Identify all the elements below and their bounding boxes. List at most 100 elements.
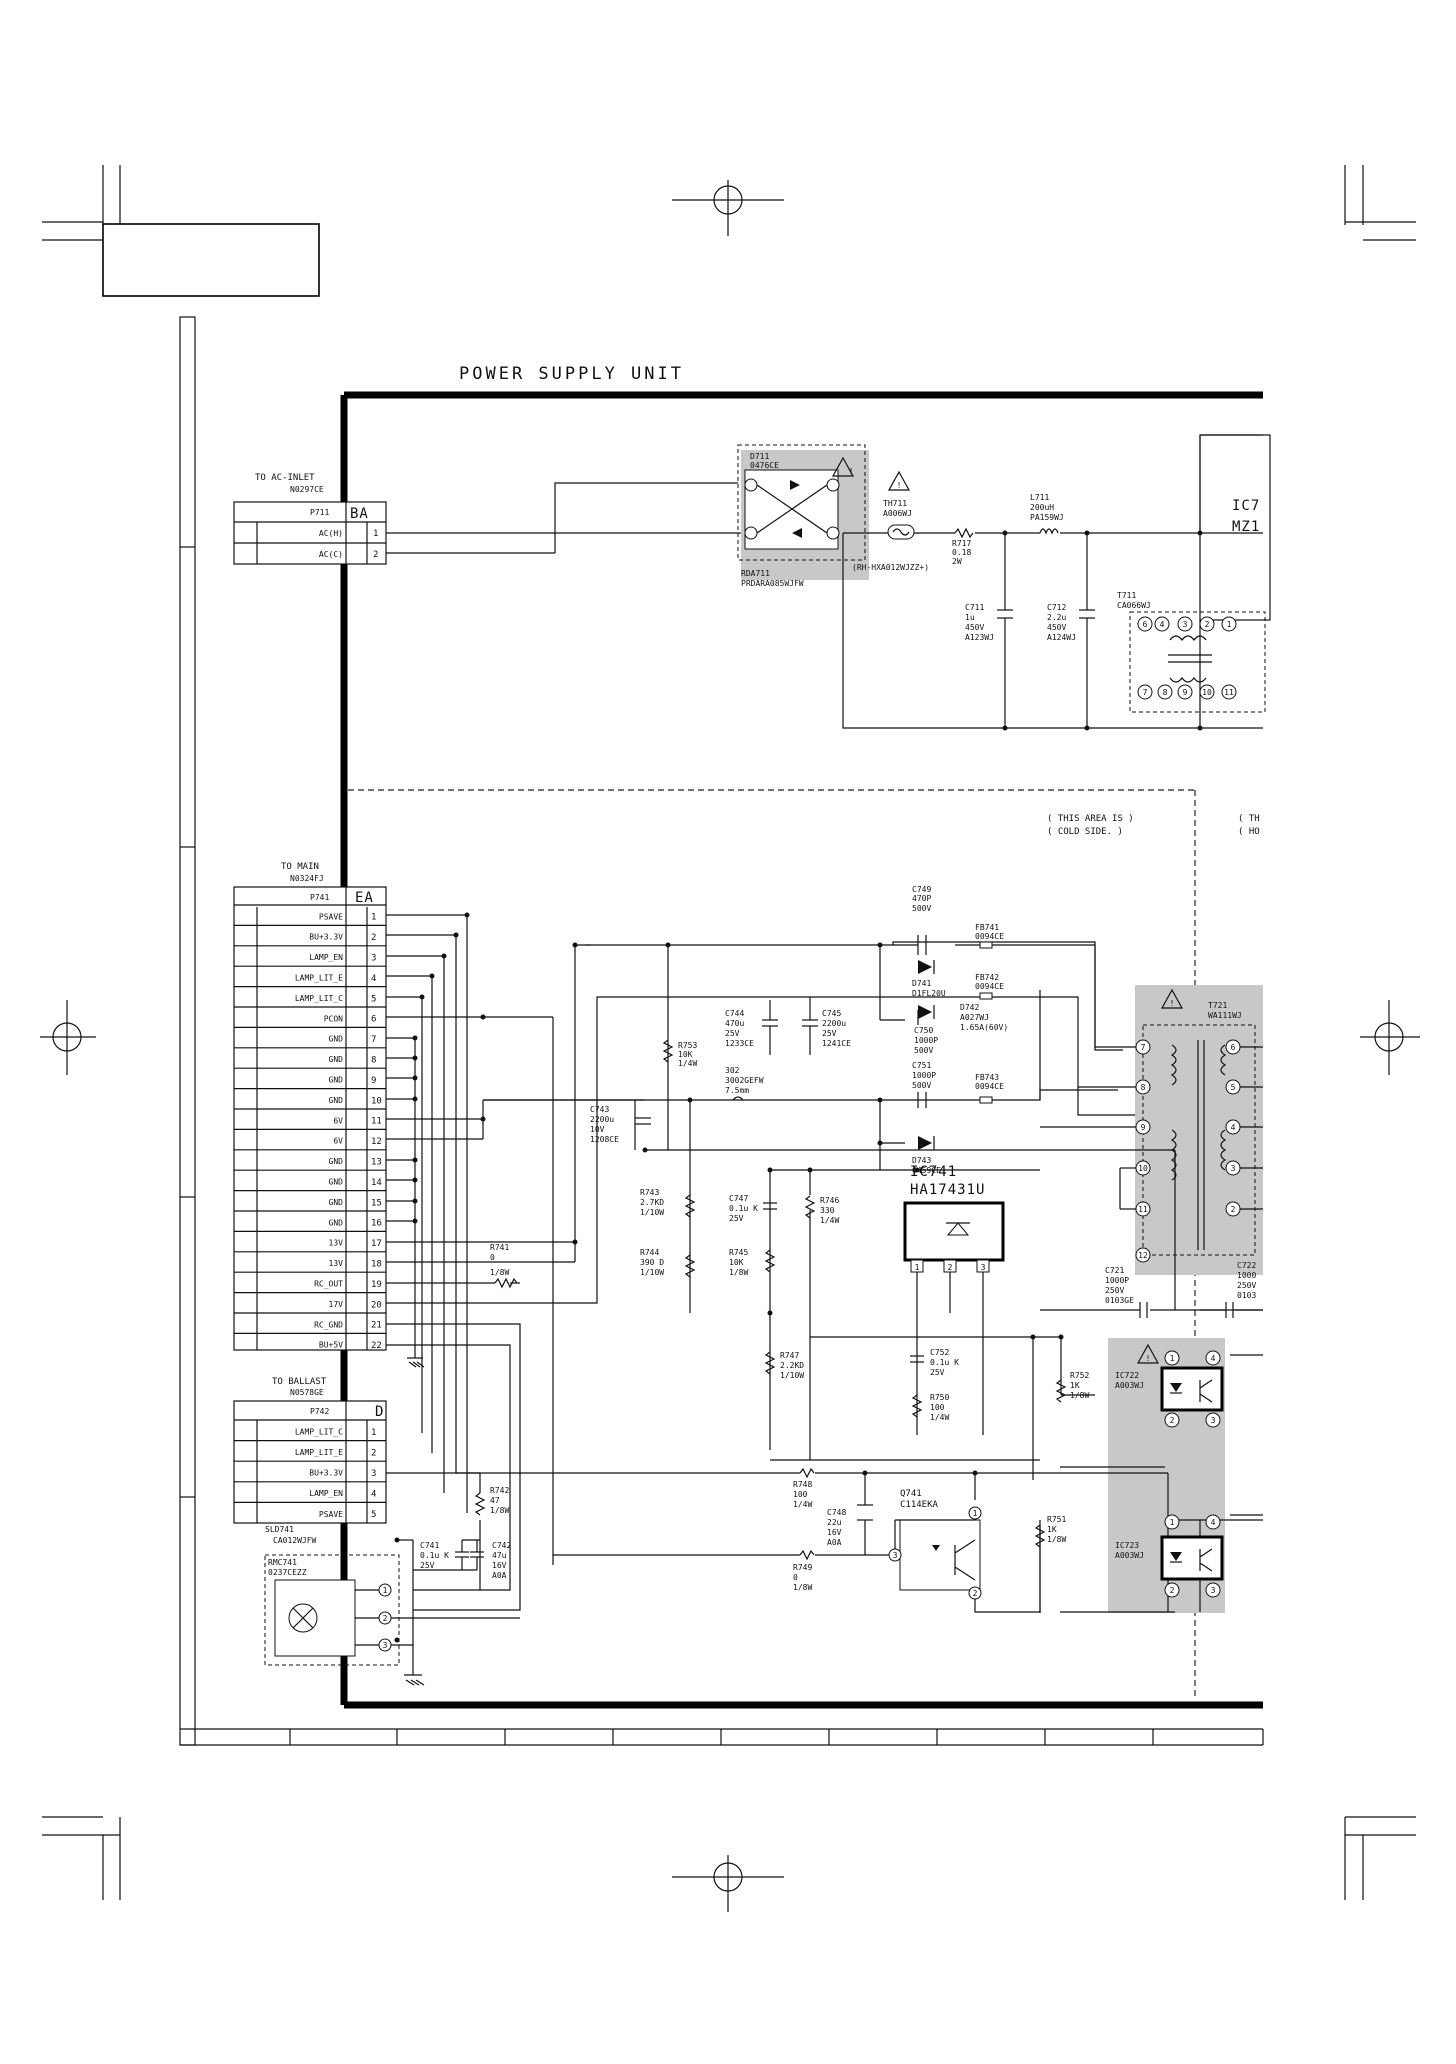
svg-text:4: 4 <box>1160 620 1165 629</box>
resistor-r742: R742 47 1/8W <box>456 1472 509 1540</box>
label: CA066WJ <box>1117 601 1151 610</box>
resistor-r744: R744 390 D 1/10W <box>640 1248 696 1278</box>
connector-caption: TO MAIN <box>281 862 319 872</box>
pin-name: PSAVE <box>319 1510 343 1519</box>
t711-pin-labels: 6 4 3 2 1 7 8 9 10 11 <box>1137 616 1237 700</box>
pin-name: GND <box>329 1096 344 1105</box>
label: L711 <box>1030 493 1049 502</box>
label: D1FL20U <box>912 989 946 998</box>
label: 1K <box>1047 1525 1057 1534</box>
label: SLD741 <box>265 1525 294 1534</box>
label: FB743 <box>975 1073 999 1082</box>
connector-ref: P741 <box>310 893 329 902</box>
svg-text:8: 8 <box>1141 1083 1146 1092</box>
svg-text:2: 2 <box>1231 1205 1236 1214</box>
label: A0A <box>827 1538 842 1547</box>
capacitor-c722: C722 1000 250V 0103 <box>1225 1261 1256 1318</box>
connector-ref: P742 <box>310 1407 329 1416</box>
label: R751 <box>1047 1515 1066 1524</box>
connector-caption: TO AC-INLET <box>255 473 315 483</box>
label: RMC741 <box>268 1558 297 1567</box>
label: 1241CE <box>822 1039 851 1048</box>
pin-name: BU+3.3V <box>309 933 343 942</box>
label: 330 <box>820 1206 835 1215</box>
svg-text:7: 7 <box>1143 688 1148 697</box>
svg-text:4: 4 <box>1211 1518 1216 1527</box>
pin-name: BU+5V <box>319 1341 343 1350</box>
label: C748 <box>827 1508 846 1517</box>
optocoupler-ic722: ! IC722 A003WJ 1 4 2 3 <box>1115 1343 1224 1428</box>
pin-number: 21 <box>371 1321 382 1331</box>
pin-number: 1 <box>371 1428 376 1438</box>
label: R750 <box>930 1393 949 1402</box>
label: 0 <box>490 1253 495 1262</box>
svg-text:3: 3 <box>981 1263 986 1272</box>
label: 2.2u <box>1047 613 1066 622</box>
pin-name: RC_OUT <box>314 1279 343 1288</box>
isolation-boundary <box>348 789 1196 1700</box>
capacitor-c749: C749 470P 500V <box>912 885 931 955</box>
label: 2W <box>952 557 962 566</box>
pin-name: LAMP_LIT_C <box>295 1427 343 1436</box>
label: 1/8W <box>729 1268 748 1277</box>
label: C711 <box>965 603 984 612</box>
inductor-l711: L711 200uH PA159WJ <box>1030 493 1064 535</box>
pin-name: LAMP_EN <box>309 953 343 962</box>
label: (RH-HXA012WJZZ+) <box>852 563 929 572</box>
label: FB741 <box>975 923 999 932</box>
resistor-r745: R745 10K 1/8W <box>729 1248 776 1277</box>
capacitor-c721: C721 1000P 250V 0103GE <box>1105 1266 1148 1318</box>
svg-text:11: 11 <box>1224 688 1234 697</box>
pin-number: 2 <box>371 1448 376 1458</box>
connector-id: BA <box>350 506 369 522</box>
label: D711 <box>750 452 769 461</box>
label: C751 <box>912 1061 931 1070</box>
label: R742 <box>490 1486 509 1495</box>
capacitor-c751: C751 1000P 500V <box>912 1061 936 1108</box>
label: 0.18 <box>952 548 971 557</box>
pin-name: GND <box>329 1055 344 1064</box>
ac-input-wiring <box>386 434 1263 729</box>
pin-number: 11 <box>371 1117 382 1127</box>
label: D741 <box>912 979 931 988</box>
resistor-r753: R753 10K 1/4W <box>662 1039 697 1068</box>
label: 1233CE <box>725 1039 754 1048</box>
label: 470P <box>912 894 931 903</box>
diode-d741: D741 D1FL20U <box>912 960 946 998</box>
diode-d742: D742 A027WJ 1.65A(60V) <box>918 1003 1008 1032</box>
transistor-q741: Q741 C114EKA 1 2 3 <box>888 1489 982 1600</box>
transformer-t721: T721 WA111WJ <box>1142 1001 1256 1256</box>
label: C712 <box>1047 603 1066 612</box>
pin-number: 13 <box>371 1157 382 1167</box>
hot-side-note-1: ( TH <box>1238 814 1260 824</box>
label: C747 <box>729 1194 748 1203</box>
pin-name: GND <box>329 1075 344 1084</box>
label: 1208CE <box>590 1135 619 1144</box>
ferrite-fb742: FB742 0094CE <box>975 973 1004 1000</box>
warning-icon: ! <box>887 470 911 491</box>
label: 16V <box>492 1561 507 1570</box>
resistor-r752: R752 1K 1/8W <box>1055 1371 1089 1403</box>
label: C721 <box>1105 1266 1124 1275</box>
label: 100 <box>930 1403 945 1412</box>
label: C722 <box>1237 1261 1256 1270</box>
warning-icon: ! <box>1160 988 1184 1009</box>
svg-text:9: 9 <box>1183 688 1188 697</box>
capacitor-c711 <box>997 609 1013 619</box>
pin-number: 15 <box>371 1198 382 1208</box>
transformer-wiring <box>1040 945 1263 1311</box>
label: 25V <box>420 1561 435 1570</box>
label: R745 <box>729 1248 748 1257</box>
pin-number: 1 <box>371 913 376 923</box>
t721-pins: 7 8 9 10 11 12 6 5 4 3 2 <box>1135 1039 1241 1263</box>
label: 500V <box>912 1081 931 1090</box>
label: T711 <box>1117 591 1136 600</box>
svg-text:1: 1 <box>1170 1518 1175 1527</box>
pin-number: 1 <box>373 529 378 539</box>
label: HA17431U <box>910 1182 985 1198</box>
pin-number: 5 <box>371 1510 376 1520</box>
label: 450V <box>1047 623 1066 632</box>
pin-name: 6V <box>333 1116 343 1125</box>
label: 0459CE <box>912 1166 941 1175</box>
